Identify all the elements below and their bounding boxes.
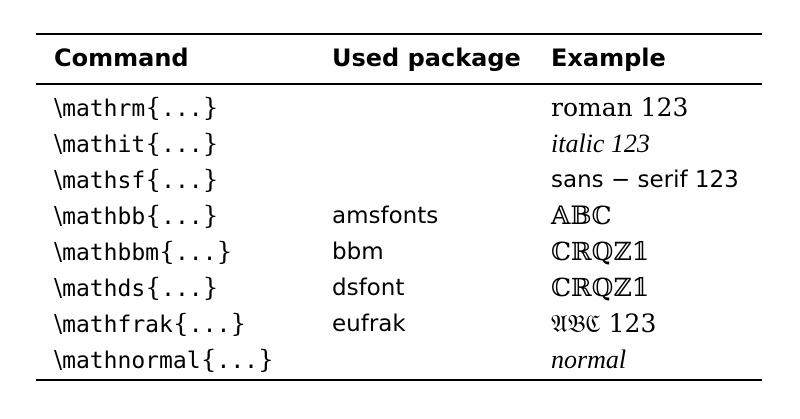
command-name: mathit — [62, 132, 146, 158]
command-backslash: \ — [54, 310, 63, 338]
command-dots: ... — [161, 132, 203, 158]
command-close-brace: } — [202, 93, 219, 122]
command-open-brace: { — [145, 201, 162, 230]
command-cell: \mathds{...} — [54, 271, 219, 306]
command-close-brace: } — [216, 237, 233, 266]
example-cell: 𝔸𝔹ℂ — [551, 201, 612, 230]
command-dots: ... — [161, 168, 203, 194]
table-row: \mathbbm{...} bbm ℂℝℚℤ𝟙 — [36, 235, 762, 271]
command-dots: ... — [188, 312, 231, 338]
package-cell: dsfont — [332, 275, 405, 301]
package-cell: bbm — [332, 239, 384, 265]
command-backslash: \ — [54, 130, 63, 158]
command-dots: ... — [216, 348, 259, 374]
command-name: mathfrak — [62, 312, 173, 338]
command-backslash: \ — [54, 238, 63, 266]
example-cell: 𝔄𝔅ℭ 123 — [551, 309, 657, 338]
example-cell: roman 123 — [551, 93, 689, 122]
header-command: Command — [54, 44, 189, 72]
table-row: \mathbb{...} amsfonts 𝔸𝔹ℂ — [36, 199, 762, 235]
command-close-brace: } — [202, 129, 219, 158]
package-cell: eufrak — [332, 311, 406, 337]
command-close-brace: } — [230, 309, 247, 338]
command-cell: \mathbbm{...} — [54, 235, 232, 270]
command-name: mathds — [62, 276, 146, 302]
command-open-brace: { — [145, 93, 162, 122]
table-body: \mathrm{...}roman 123\mathit{...}italic … — [36, 91, 762, 379]
command-cell: \mathit{...} — [54, 127, 219, 162]
command-dots: ... — [174, 240, 217, 266]
command-cell: \mathnormal{...} — [54, 343, 274, 378]
command-open-brace: { — [172, 309, 189, 338]
example-cell: ℂℝℚℤ𝟙 — [551, 237, 650, 266]
table-header-rule — [36, 83, 762, 85]
table-top-rule — [36, 33, 762, 35]
example-cell: normal — [551, 345, 627, 374]
command-close-brace: } — [258, 345, 274, 374]
command-cell: \mathfrak{...} — [54, 307, 246, 342]
command-open-brace: { — [145, 273, 162, 302]
command-backslash: \ — [54, 202, 63, 230]
command-open-brace: { — [145, 129, 162, 158]
table-row: \mathfrak{...} eufrak 𝔄𝔅ℭ 123 — [36, 307, 762, 343]
command-dots: ... — [161, 96, 203, 122]
command-name: mathrm — [62, 96, 146, 122]
table-header-row: Command Used package Example — [36, 35, 762, 83]
command-dots: ... — [161, 204, 203, 230]
command-open-brace: { — [200, 345, 217, 374]
header-example: Example — [551, 44, 666, 72]
command-name: mathbbm — [62, 240, 160, 266]
command-name: mathnormal — [62, 348, 201, 374]
header-used-package: Used package — [332, 44, 521, 72]
table-bottom-rule — [36, 379, 762, 381]
command-name: mathbb — [62, 204, 146, 230]
table-row: \mathsf{...} sans − serif 123 — [36, 163, 762, 199]
command-dots: ... — [161, 276, 203, 302]
command-cell: \mathsf{...} — [54, 163, 219, 198]
command-backslash: \ — [54, 166, 63, 194]
command-cell: \mathrm{...} — [54, 91, 219, 126]
command-name: mathsf — [62, 168, 146, 194]
table-row: \mathnormal{...} normal — [36, 343, 762, 379]
example-cell: sans − serif 123 — [551, 167, 739, 193]
command-open-brace: { — [159, 237, 175, 266]
package-cell: amsfonts — [332, 203, 439, 229]
command-open-brace: { — [145, 165, 162, 194]
command-backslash: \ — [54, 346, 63, 374]
command-close-brace: } — [202, 273, 219, 302]
table-row: \mathit{...} italic 123 — [36, 127, 762, 163]
command-cell: \mathbb{...} — [54, 199, 219, 234]
command-backslash: \ — [54, 274, 63, 302]
command-close-brace: } — [202, 201, 219, 230]
example-cell: ℂℝℚℤ𝟙 — [551, 273, 650, 302]
command-backslash: \ — [54, 94, 63, 122]
table-row: \mathrm{...} roman 123 — [36, 91, 762, 127]
example-cell: italic 123 — [551, 129, 650, 158]
command-close-brace: } — [202, 165, 219, 194]
table-row: \mathds{...} dsfont ℂℝℚℤ𝟙 — [36, 271, 762, 307]
